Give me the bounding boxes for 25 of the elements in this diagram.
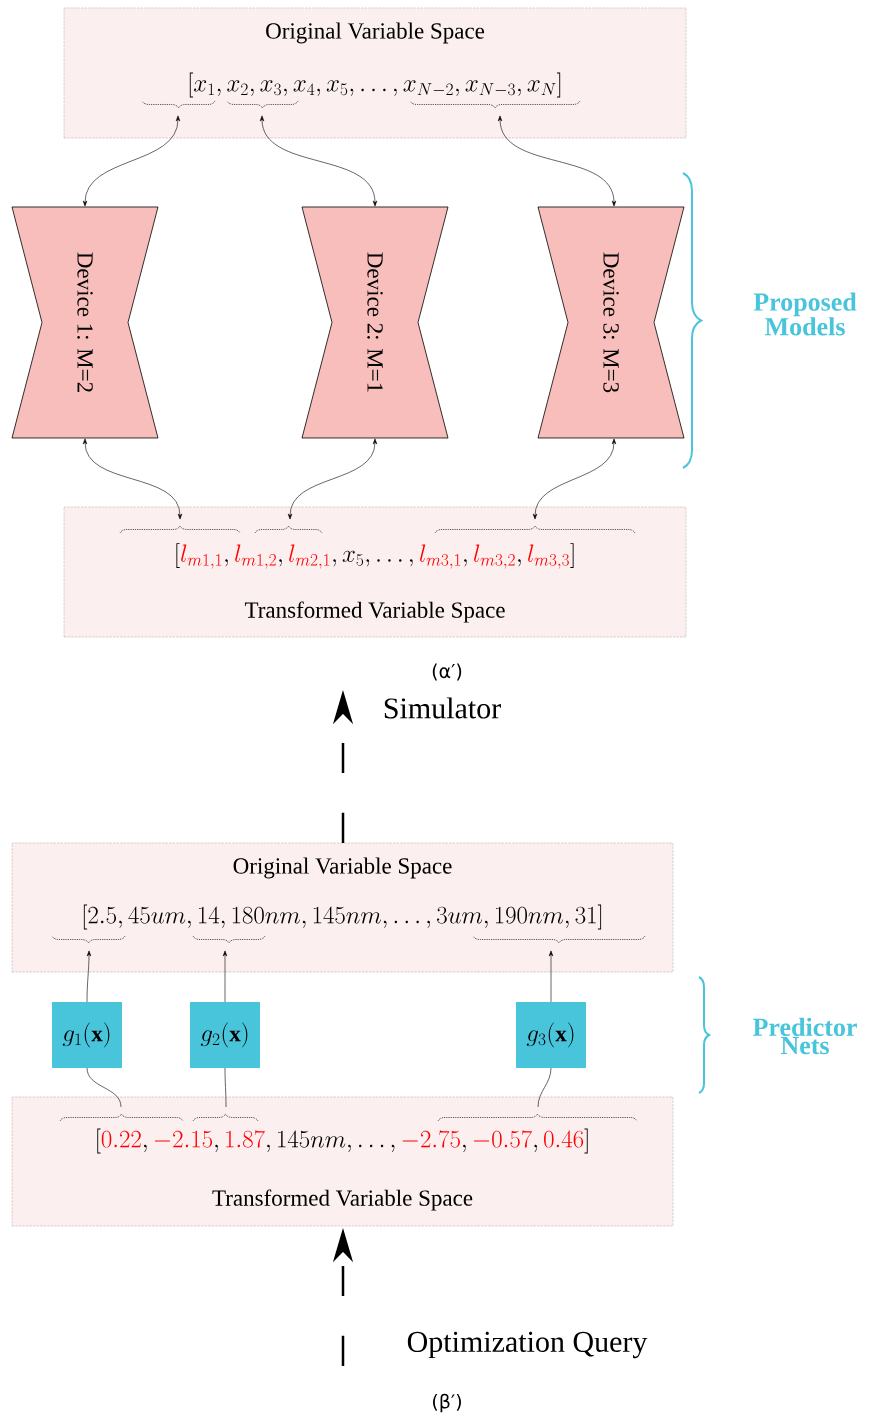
arrow [259,115,378,207]
arrow [532,438,617,520]
variable-space-box: Original Variable Space $[2.5, 45um, 14, 180nm, 145nm, \ldots, 3um, 190nm, 31]$ [11,842,674,973]
group-label: Predictor Nets [753,1017,857,1055]
predictor-box: $g_3(\mathbf{x})$ [516,1002,586,1068]
arrow [497,115,617,207]
section-caption: (β′) [433,1393,461,1413]
arrow [222,950,228,1003]
variable-space-box: Original Variable Space $[x_1, x_2, x_3, x_4, x_5, \ldots, x_{N-2}, x_{N-3}, x_N]$ [63,7,687,139]
arrow [82,438,183,520]
edge-label: Optimization Query [405,1330,649,1360]
variable-space-box: $[{\color{red}l_{m1,1}}, {\color{red}l_{m1,2}}, {\color{red}l_{m2,1}}, x_5, \ldots, {\color{red}l_{m3,1}}, {\color{red}l_{m3,2}}, {\color{red}l_{m3,3}}]$ Transformed Variable Space [63,506,687,638]
arrow [287,438,378,520]
group-label: Proposed Models [753,292,857,336]
variable-space-box: $[{\color{red}0.22}, {\color{red}-2.15}, {\color{red}1.87}, 145nm, \ldots, {\color{red}-2.75}, {\color{red}-0.57}, {\color{red}0.46}]$ Transformed Variable Space [11,1096,674,1227]
arrow [86,950,92,1003]
section-caption: (α′) [432,663,462,681]
arrow [548,950,554,1003]
predictor-box: $g_2(\mathbf{x})$ [190,1002,260,1068]
hourglass-block: Device 2: M=1 [301,206,449,439]
arrow [82,115,181,207]
hourglass-block: Device 3: M=3 [537,206,685,439]
predictor-box: $g_1(\mathbf{x})$ [52,1002,122,1068]
edge-label: Simulator [381,696,503,720]
hourglass-block: Device 1: M=2 [11,206,159,439]
